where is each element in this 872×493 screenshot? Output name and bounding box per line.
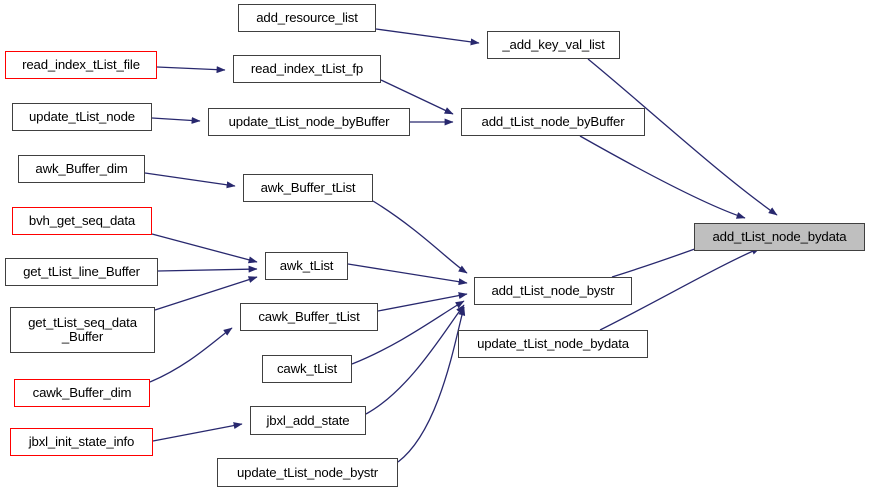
node-add_tList_node_byBuffer[interactable]: add_tList_node_byBuffer xyxy=(461,108,645,136)
node-read_index_tList_file[interactable]: read_index_tList_file xyxy=(5,51,157,79)
node-update_tList_node_bystr[interactable]: update_tList_node_bystr xyxy=(217,458,398,487)
edge-read_index_tList_file-to-read_index_tList_fp xyxy=(156,66,226,74)
edge-get_tList_line_Buffer-to-awk_tList xyxy=(157,265,258,273)
node-label: add_resource_list xyxy=(256,10,358,26)
node-label: awk_Buffer_dim xyxy=(35,161,128,177)
node-label: update_tList_node_bystr xyxy=(237,464,378,480)
node-update_tList_node_byBuffer[interactable]: update_tList_node_byBuffer xyxy=(208,108,410,136)
node-get_tList_seq_data_Buffer[interactable]: get_tList_seq_data _Buffer xyxy=(10,307,155,353)
node-label: bvh_get_seq_data xyxy=(28,213,136,229)
node-label: jbxl_add_state xyxy=(266,412,350,428)
node-label: get_tList_line_Buffer xyxy=(23,264,140,280)
node-label: _add_key_val_list xyxy=(502,37,605,53)
edge-get_tList_seq_data_Buffer-to-awk_tList xyxy=(154,276,258,311)
edge-add_resource_list-to-_add_key_val_list xyxy=(375,28,480,46)
node-cawk_Buffer_tList[interactable]: cawk_Buffer_tList xyxy=(240,303,378,331)
node-label: awk_tList xyxy=(279,258,334,274)
node-label: jbxl_init_state_info xyxy=(28,434,135,450)
node-label: get_tList_seq_data _Buffer xyxy=(28,315,137,344)
node-label: cawk_tList xyxy=(276,361,338,377)
edge-jbxl_add_state-to-add_tList_node_bystr xyxy=(365,304,465,415)
edge-awk_Buffer_dim-to-awk_Buffer_tList xyxy=(144,172,236,189)
node-_add_key_val_list[interactable]: _add_key_val_list xyxy=(487,31,620,59)
node-awk_Buffer_dim[interactable]: awk_Buffer_dim xyxy=(18,155,145,183)
edge-add_tList_node_byBuffer-to-add_tList_node_bydata xyxy=(579,135,746,219)
edge-update_tList_node_bystr-to-add_tList_node_bystr xyxy=(397,306,466,463)
node-label: add_tList_node_bystr xyxy=(491,283,615,299)
node-label: update_tList_node_bydata xyxy=(477,336,629,352)
node-add_tList_node_bydata[interactable]: add_tList_node_bydata xyxy=(694,223,865,251)
node-bvh_get_seq_data[interactable]: bvh_get_seq_data xyxy=(12,207,152,235)
node-add_tList_node_bystr[interactable]: add_tList_node_bystr xyxy=(474,277,632,305)
edge-awk_tList-to-add_tList_node_bystr xyxy=(347,263,468,286)
node-update_tList_node_bydata[interactable]: update_tList_node_bydata xyxy=(458,330,648,358)
edge-cawk_tList-to-add_tList_node_bystr xyxy=(351,300,465,365)
edge-update_tList_node-to-update_tList_node_byBuffer xyxy=(151,116,201,124)
edge-read_index_tList_fp-to-add_tList_node_byBuffer xyxy=(380,79,454,115)
node-label: add_tList_node_bydata xyxy=(712,229,847,245)
node-cawk_Buffer_dim[interactable]: cawk_Buffer_dim xyxy=(14,379,150,407)
node-get_tList_line_Buffer[interactable]: get_tList_line_Buffer xyxy=(5,258,158,286)
edge-jbxl_init_state_info-to-jbxl_add_state xyxy=(152,422,243,442)
node-label: cawk_Buffer_dim xyxy=(32,385,132,401)
node-add_resource_list[interactable]: add_resource_list xyxy=(238,4,376,32)
node-label: read_index_tList_fp xyxy=(250,61,364,77)
edge-_add_key_val_list-to-add_tList_node_bydata xyxy=(587,58,778,216)
node-jbxl_init_state_info[interactable]: jbxl_init_state_info xyxy=(10,428,153,456)
node-label: add_tList_node_byBuffer xyxy=(481,114,625,130)
edge-cawk_Buffer_dim-to-cawk_Buffer_tList xyxy=(149,327,233,383)
node-awk_tList[interactable]: awk_tList xyxy=(265,252,348,280)
node-label: update_tList_node xyxy=(29,109,135,125)
node-label: update_tList_node_byBuffer xyxy=(228,114,390,130)
node-update_tList_node[interactable]: update_tList_node xyxy=(12,103,152,131)
node-cawk_tList[interactable]: cawk_tList xyxy=(262,355,352,383)
edge-update_tList_node_bydata-to-add_tList_node_bydata xyxy=(599,247,761,331)
edge-bvh_get_seq_data-to-awk_tList xyxy=(151,233,258,264)
node-label: read_index_tList_file xyxy=(22,57,140,73)
node-jbxl_add_state[interactable]: jbxl_add_state xyxy=(250,406,366,435)
node-label: cawk_Buffer_tList xyxy=(258,309,360,325)
edge-awk_Buffer_tList-to-add_tList_node_bystr xyxy=(372,200,468,274)
node-awk_Buffer_tList[interactable]: awk_Buffer_tList xyxy=(243,174,373,202)
edge-cawk_Buffer_tList-to-add_tList_node_bystr xyxy=(377,292,468,312)
node-label: awk_Buffer_tList xyxy=(260,180,356,196)
node-read_index_tList_fp[interactable]: read_index_tList_fp xyxy=(233,55,381,83)
